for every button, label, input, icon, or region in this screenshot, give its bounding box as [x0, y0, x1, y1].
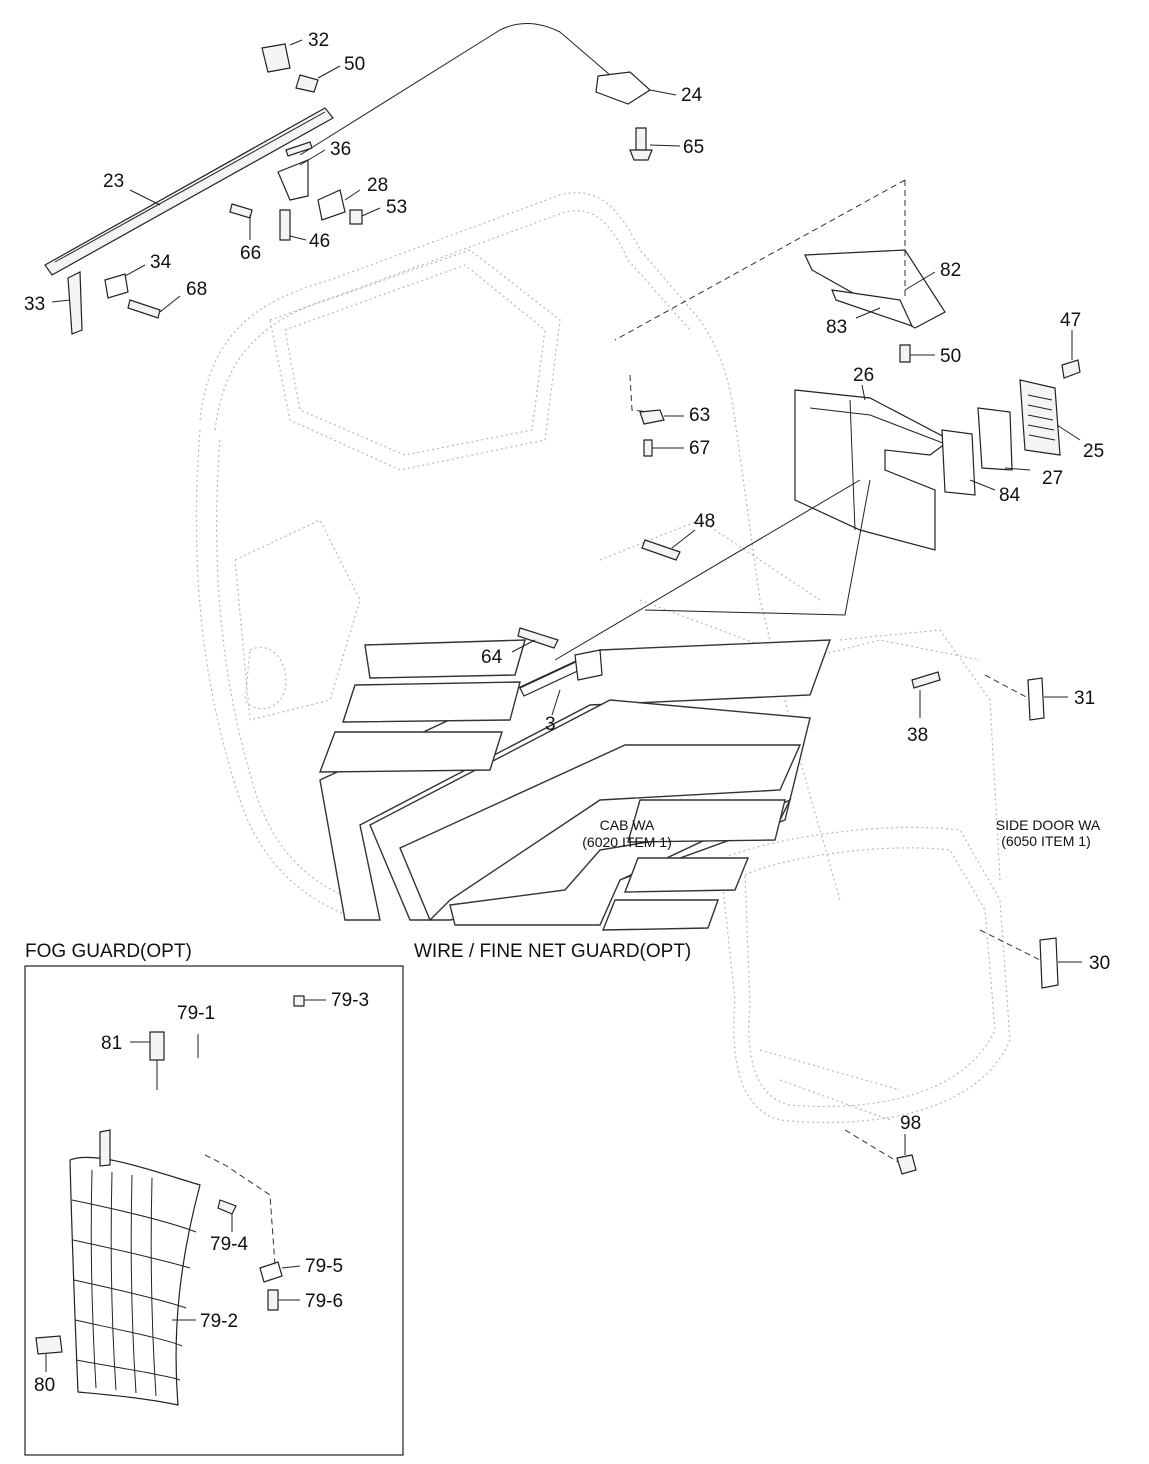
callout-label: 46	[309, 231, 330, 252]
callout-label: 53	[386, 197, 407, 218]
callout-label: 38	[907, 725, 928, 746]
rail-23	[44, 107, 334, 276]
fog-grill	[69, 1156, 201, 1406]
wire-fine-net-guard	[318, 639, 832, 931]
screw-50b	[899, 344, 911, 363]
plate-82	[804, 249, 946, 329]
callout-label: 26	[853, 365, 874, 386]
callout-label: 47	[1060, 310, 1081, 331]
clip-79-5	[259, 1261, 283, 1283]
screw-38	[911, 671, 941, 689]
callout-label: 84	[999, 485, 1021, 506]
plate-83	[831, 289, 914, 328]
bracket-34	[104, 273, 129, 299]
clip-63	[639, 409, 665, 425]
callout-label: 79-1	[177, 1003, 215, 1024]
latch-30	[1039, 937, 1059, 989]
callout-label: 66	[240, 243, 261, 264]
screw-46	[279, 209, 291, 241]
callout-label: 30	[1089, 953, 1110, 974]
latch-31	[1027, 677, 1045, 721]
callout-label: 23	[103, 171, 124, 192]
screw-47	[1061, 359, 1081, 379]
gasket-27	[977, 407, 1013, 471]
bracket-36	[277, 159, 309, 201]
screw-66	[229, 203, 253, 219]
cab-note-line2: (6020 ITEM 1)	[582, 834, 671, 850]
bolt-80	[35, 1335, 63, 1355]
callout-label: 50	[344, 54, 365, 75]
callout-label: 33	[24, 294, 45, 315]
screw-79-6	[267, 1289, 279, 1311]
callout-label: 63	[689, 405, 710, 426]
screw-48	[641, 539, 681, 561]
callout-label: 48	[694, 511, 715, 532]
screw-67	[643, 439, 653, 457]
switch-box	[595, 71, 651, 105]
callout-label: 80	[34, 1375, 55, 1396]
callout-label: 36	[330, 139, 351, 160]
nut-79-3	[293, 995, 305, 1007]
screw-79-4	[217, 1199, 237, 1215]
right-side-parts	[517, 179, 1081, 1175]
bracket-33	[67, 271, 83, 335]
cab-outline-ghost	[195, 192, 1011, 1123]
callout-label: 28	[367, 175, 388, 196]
fog-guard-box	[24, 965, 404, 1456]
bolt-81	[149, 1031, 165, 1061]
callout-label: 31	[1074, 688, 1095, 709]
fog-guard-title: FOG GUARD(OPT)	[25, 941, 192, 962]
bracket-28	[317, 189, 346, 221]
callout-label: 25	[1083, 441, 1104, 462]
door-note-line1: SIDE DOOR WA	[996, 817, 1101, 833]
door-note-line2: (6050 ITEM 1)	[1001, 833, 1090, 849]
screw-64	[517, 627, 559, 649]
upper-parts	[44, 22, 653, 335]
bracket-32	[261, 43, 291, 73]
gasket-84	[941, 429, 976, 496]
callout-label: 79-2	[200, 1311, 238, 1332]
callout-label: 79-4	[210, 1234, 248, 1255]
callout-label: 32	[308, 30, 329, 51]
callout-label: 81	[101, 1033, 122, 1054]
leader-lines	[45, 39, 1082, 1372]
callout-label: 24	[681, 85, 703, 106]
callout-label: 27	[1042, 468, 1063, 489]
pad-26	[794, 389, 952, 551]
callout-label: 98	[900, 1113, 921, 1134]
callout-label: 79-5	[305, 1256, 343, 1277]
callout-label: 79-3	[331, 990, 369, 1011]
callouts: 32 50 24 65 36 23 28 53 66 46 34 68 33 8…	[24, 30, 1110, 1396]
callout-label: 3	[545, 714, 556, 735]
callout-label: 79-6	[305, 1291, 343, 1312]
screw-68	[127, 299, 161, 319]
callout-label: 65	[683, 137, 704, 158]
callout-label: 50	[940, 346, 961, 367]
callout-label: 68	[186, 279, 207, 300]
callout-label: 34	[150, 252, 172, 273]
callout-label: 82	[940, 260, 961, 281]
wire-guard-title: WIRE / FINE NET GUARD(OPT)	[414, 941, 691, 962]
callout-label: 83	[826, 317, 847, 338]
cab-note-line1: CAB WA	[600, 817, 655, 833]
callout-label: 64	[481, 647, 503, 668]
plug-98	[896, 1154, 917, 1175]
screw-65	[635, 127, 647, 151]
callout-label: 67	[689, 438, 710, 459]
